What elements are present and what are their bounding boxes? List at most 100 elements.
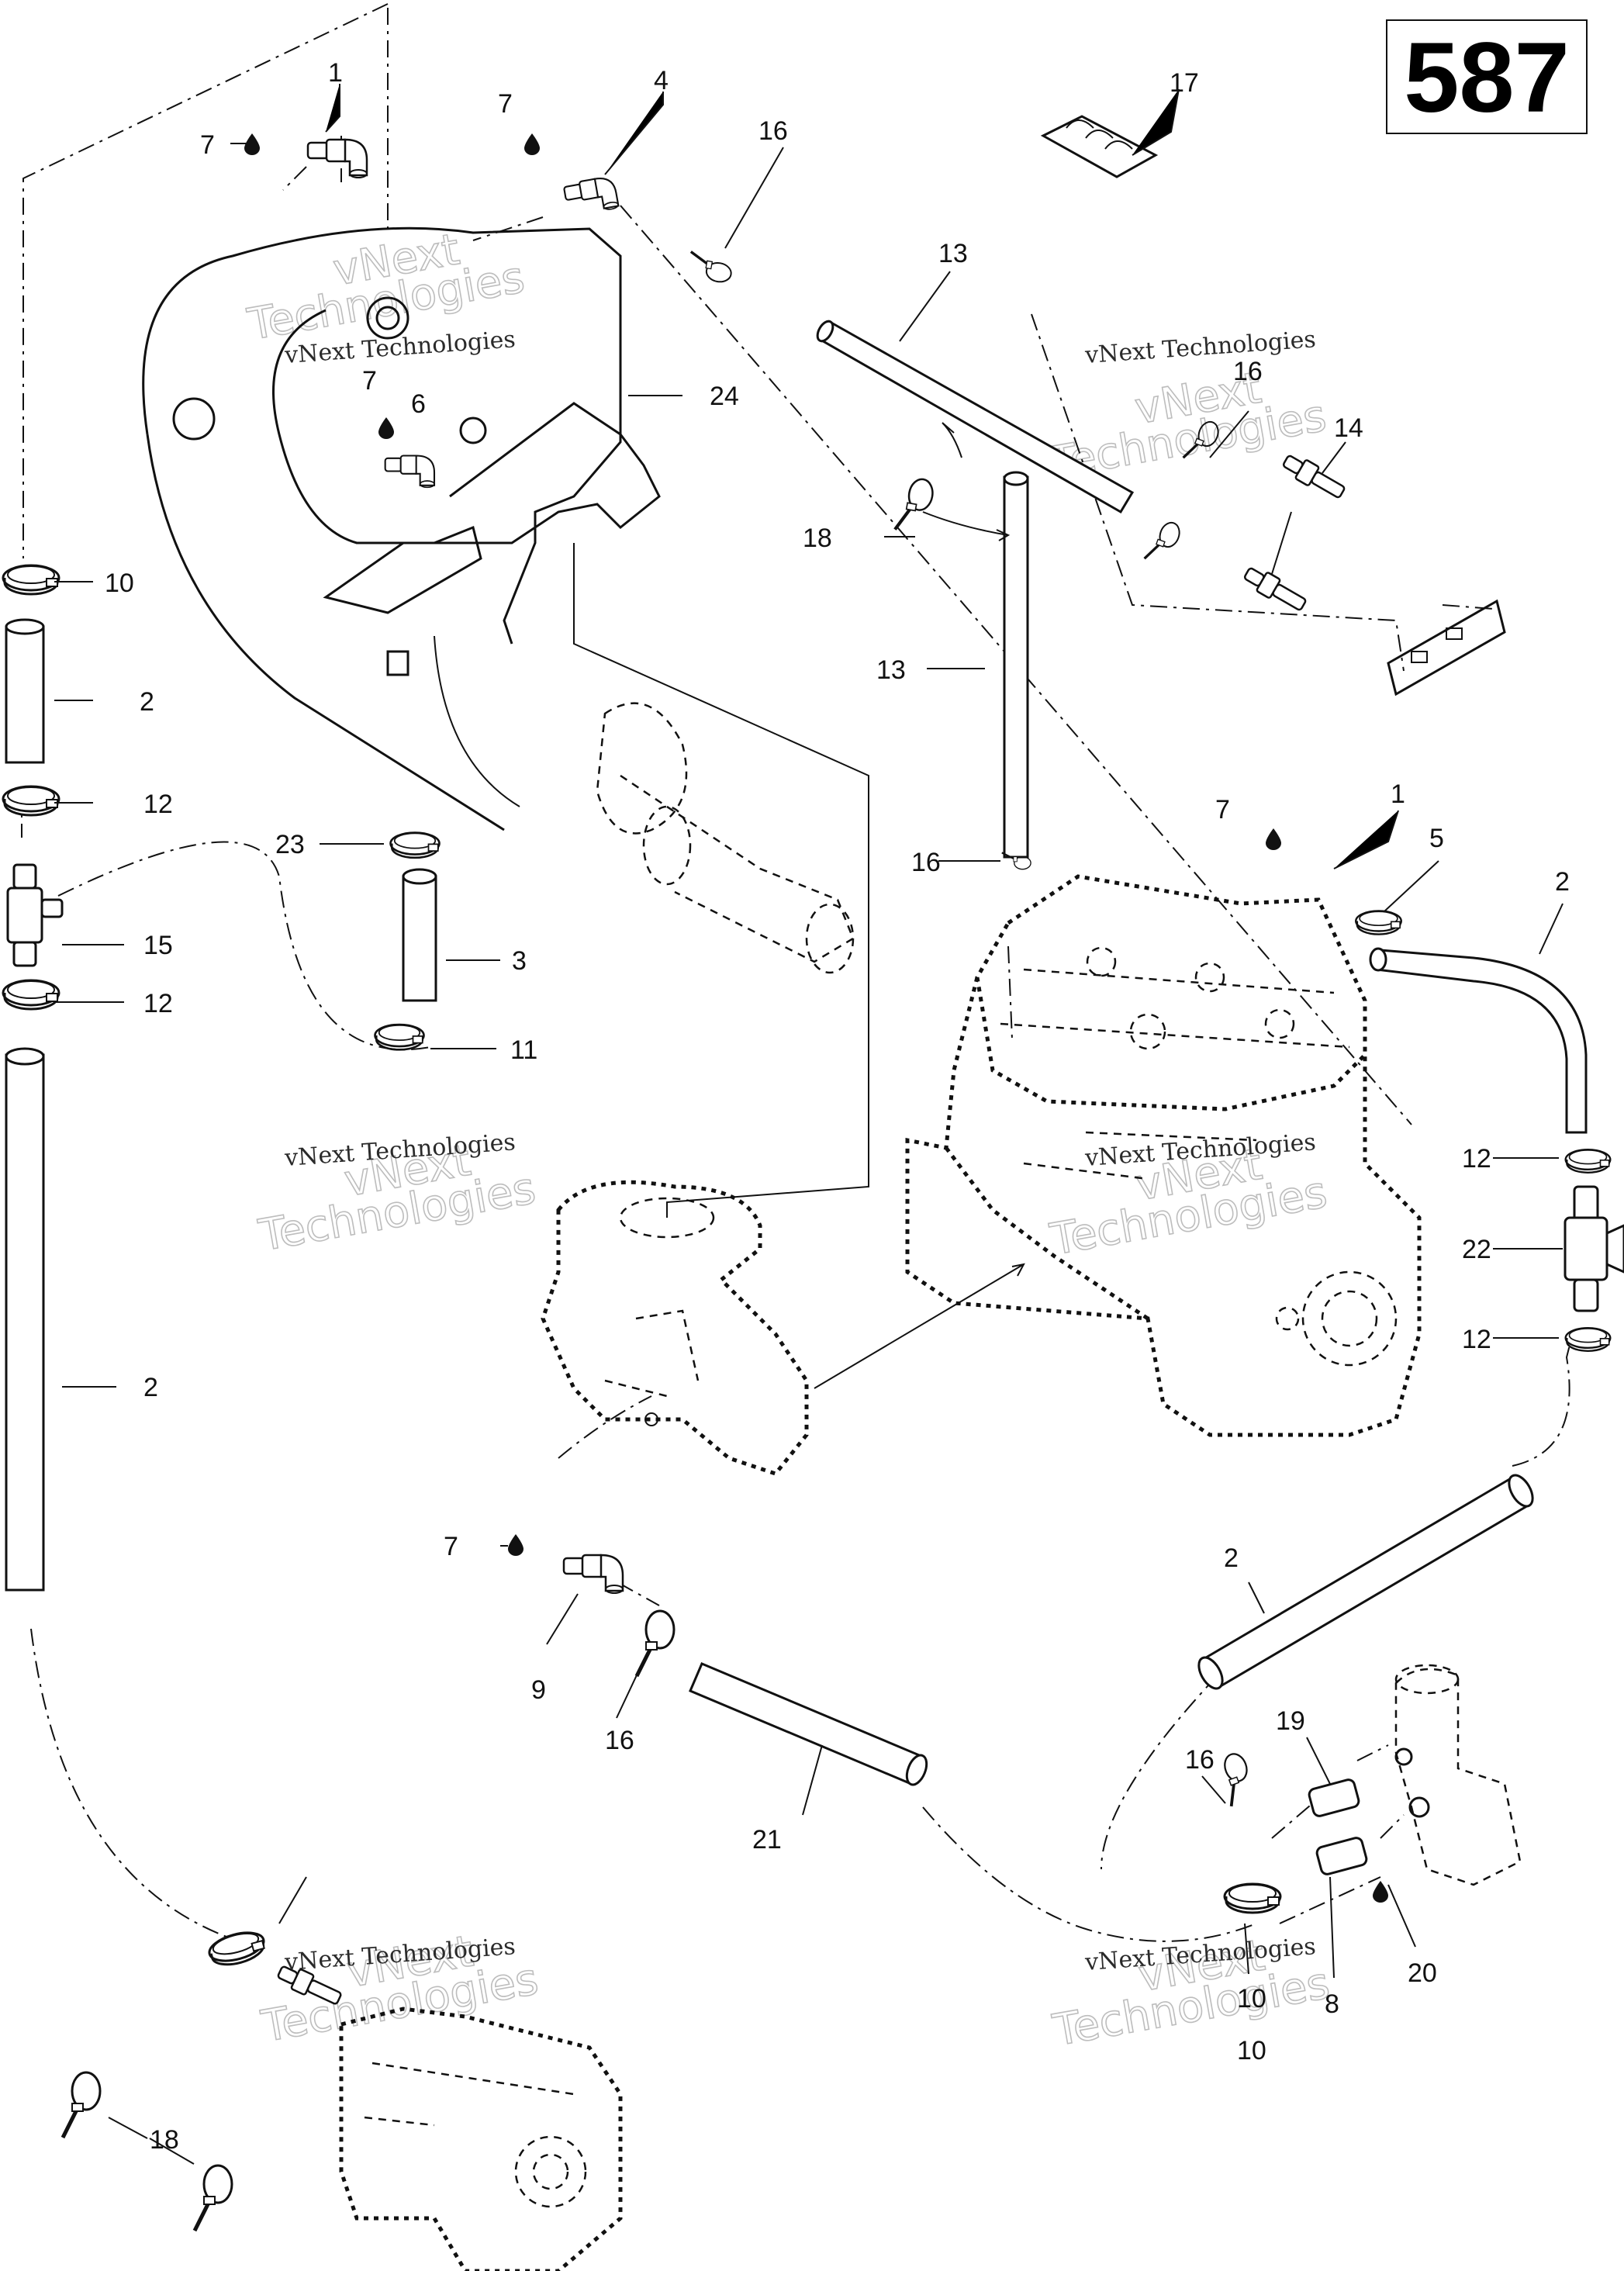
callout-label: 12 — [143, 790, 173, 819]
callout-label: 11 — [510, 1035, 537, 1065]
page-number: 587 — [1404, 22, 1570, 133]
tie-wrap-18c — [195, 2166, 232, 2231]
clamp-10-top — [2, 564, 60, 596]
fluid-drop-icon — [508, 1534, 523, 1556]
callout-label: 7 — [1215, 795, 1230, 824]
nipple-fitting-19 — [1308, 1778, 1360, 1817]
engine-block — [905, 874, 1422, 1437]
routing-arrow — [922, 511, 1011, 541]
callout-label: 18 — [150, 2125, 179, 2155]
callout-label: 10 — [1237, 1984, 1266, 2013]
fluid-drop-icon — [244, 133, 260, 155]
callout-label: 1 — [328, 58, 343, 88]
routing-lines — [21, 3, 1571, 1942]
fitting-14a — [1279, 450, 1349, 503]
hose-2-diagonal — [1197, 1474, 1534, 1690]
fluid-drop-icon — [378, 417, 394, 439]
callout-label: 23 — [275, 830, 305, 859]
clamp-12a — [2, 785, 60, 817]
callout-label: 7 — [200, 130, 215, 160]
routing-arrow — [814, 1263, 1025, 1389]
tie-wrap-18b — [63, 2072, 100, 2138]
clamp-12b — [2, 979, 60, 1011]
callout-label: 4 — [654, 66, 669, 95]
tie-wrap-16a — [686, 251, 734, 283]
callout-label: 15 — [143, 931, 173, 960]
callout-label: 2 — [1555, 867, 1570, 897]
callout-label: 20 — [1408, 1958, 1437, 1988]
callout-label: 17 — [1170, 68, 1199, 98]
hose-3 — [402, 868, 437, 1002]
exhaust-manifold — [541, 1180, 809, 1476]
callout-label: 12 — [1462, 1144, 1491, 1174]
hose-13-horizontal — [816, 320, 1135, 514]
hose-2-bend — [1369, 947, 1588, 1134]
callout-label: 13 — [876, 655, 906, 685]
clamp-10-bottom — [205, 1926, 270, 1972]
fluid-drop-icon — [524, 133, 540, 155]
callout-label: 16 — [605, 1726, 634, 1755]
callout-label: 21 — [752, 1825, 782, 1854]
callout-label: 2 — [1224, 1543, 1239, 1573]
callout-label: 16 — [758, 116, 788, 146]
callout-labels: 1 7 7 4 16 17 13 24 7 6 16 14 18 13 10 2… — [105, 58, 1570, 2155]
hose-2-long-left — [5, 1047, 45, 1592]
callout-label: 19 — [1276, 1706, 1305, 1736]
callout-label: 16 — [1233, 357, 1263, 386]
clamp-12d — [1564, 1326, 1612, 1353]
leader-lines — [54, 84, 1564, 2165]
callout-label: 5 — [1429, 824, 1444, 853]
callout-label: 7 — [444, 1532, 458, 1561]
callout-label: 10 — [1237, 2036, 1266, 2065]
callout-label: 2 — [143, 1373, 158, 1402]
callout-label: 16 — [911, 848, 941, 877]
fluid-drop-icon — [1373, 1881, 1388, 1903]
clamp-5 — [1354, 910, 1403, 935]
clamp-11 — [374, 1023, 425, 1051]
callout-label: 8 — [1325, 1989, 1339, 2019]
tie-wrap-18a — [895, 476, 935, 535]
elbow-fitting-1-top — [306, 138, 368, 178]
callout-label: 3 — [512, 946, 527, 976]
bracket-plate — [1387, 599, 1506, 697]
callout-label: 10 — [105, 569, 134, 598]
callout-label: 6 — [411, 389, 426, 419]
tie-wrap-16e — [637, 1611, 674, 1676]
nipple-fitting-8 — [1315, 1837, 1368, 1875]
svg-text:vNext Technologies: vNext Technologies — [1083, 326, 1317, 369]
clamp-12c — [1564, 1148, 1612, 1174]
pump-housing — [339, 2007, 623, 2271]
callout-label: 9 — [531, 1675, 546, 1705]
callout-label: 1 — [1391, 779, 1405, 809]
tee-fitting-22 — [1564, 1185, 1624, 1312]
callout-label: 24 — [710, 382, 739, 411]
callout-label: 12 — [1462, 1325, 1491, 1354]
exhaust-outlet-body — [1394, 1664, 1522, 1886]
callout-label: 13 — [938, 239, 968, 268]
hose-21 — [689, 1662, 928, 1786]
hose-2-short — [5, 618, 45, 764]
callout-label: 22 — [1462, 1235, 1491, 1264]
elbow-fitting-4 — [561, 174, 620, 218]
fluid-drop-icon — [1266, 828, 1281, 850]
clamp-10-right — [1223, 1882, 1282, 1914]
callout-label: 7 — [362, 366, 377, 396]
elbow-fitting-9 — [562, 1554, 624, 1595]
clamp-23 — [389, 831, 441, 859]
callout-label: 12 — [143, 989, 173, 1018]
callout-label: 14 — [1334, 413, 1363, 443]
callout-label: 7 — [498, 89, 513, 119]
muffler-part-24 — [142, 226, 869, 1218]
routing-arrow — [942, 422, 962, 458]
tee-fitting-15 — [6, 863, 64, 967]
callout-label: 2 — [140, 687, 154, 717]
clip-pack-17 — [1040, 115, 1159, 178]
hose-13-vertical — [1003, 471, 1029, 859]
fitting-14b — [1240, 562, 1310, 616]
callout-label: 18 — [803, 524, 832, 553]
tie-wrap-16c — [1142, 516, 1184, 569]
callout-label: 16 — [1185, 1745, 1215, 1775]
page-number-box: 587 — [1386, 19, 1588, 134]
